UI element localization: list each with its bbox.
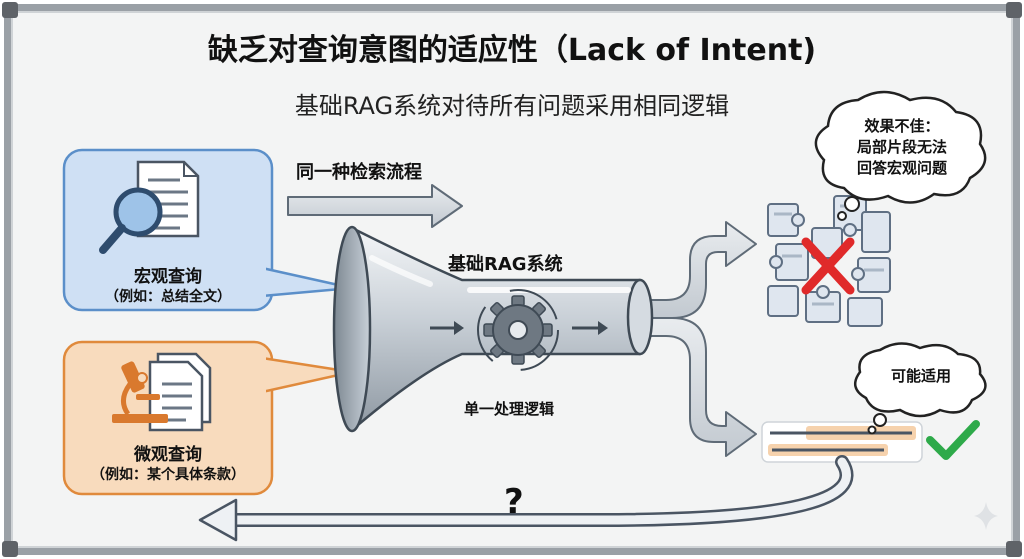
frame-corner [1006,541,1022,557]
text-snippet-icon [761,421,923,463]
inner-arrow-out [572,321,608,335]
process-label: 单一处理逻辑 [464,400,555,418]
macro-query-title: 宏观查询 [134,267,202,287]
magnifier-icon [99,187,163,254]
puzzle-icon [767,195,891,327]
flow-arrow [287,184,463,228]
thought-cloud-bad [814,90,987,221]
bad-result-line: 回答宏观问题 [856,159,947,177]
inner-arrow-in [430,321,464,335]
page-title: 缺乏对查询意图的适应性（Lack of Intent) [207,33,817,68]
frame-corner [1006,2,1022,18]
sparkle-icon [974,502,998,530]
micro-query-example: （例如：某个具体条款） [91,467,245,483]
gear-icon [477,289,559,371]
checkmark-icon [926,420,980,460]
bad-result-line: 局部片段无法 [856,138,947,156]
macro-query-example: （例如：总结全文） [105,289,231,305]
branch-arrows [639,221,757,457]
cross-icon [801,237,855,295]
return-arrow [198,455,854,542]
good-result-text: 可能适用 [890,367,951,385]
microscope-icon [112,361,168,423]
bad-result-text: 效果不佳： 局部片段无法 回答宏观问题 [824,116,980,179]
page-subtitle: 基础RAG系统对待所有问题采用相同逻辑 [294,92,730,120]
funnel-label: 基础RAG系统 [448,254,563,275]
bad-result-line: 效果不佳： [864,117,940,135]
frame-corner [2,2,18,18]
thought-cloud-good [853,342,987,435]
document-stack-icon [148,352,212,432]
frame-corner [2,541,18,557]
question-mark: ? [504,482,524,522]
micro-query-title: 微观查询 [134,445,202,465]
flow-label: 同一种检索流程 [296,162,422,183]
